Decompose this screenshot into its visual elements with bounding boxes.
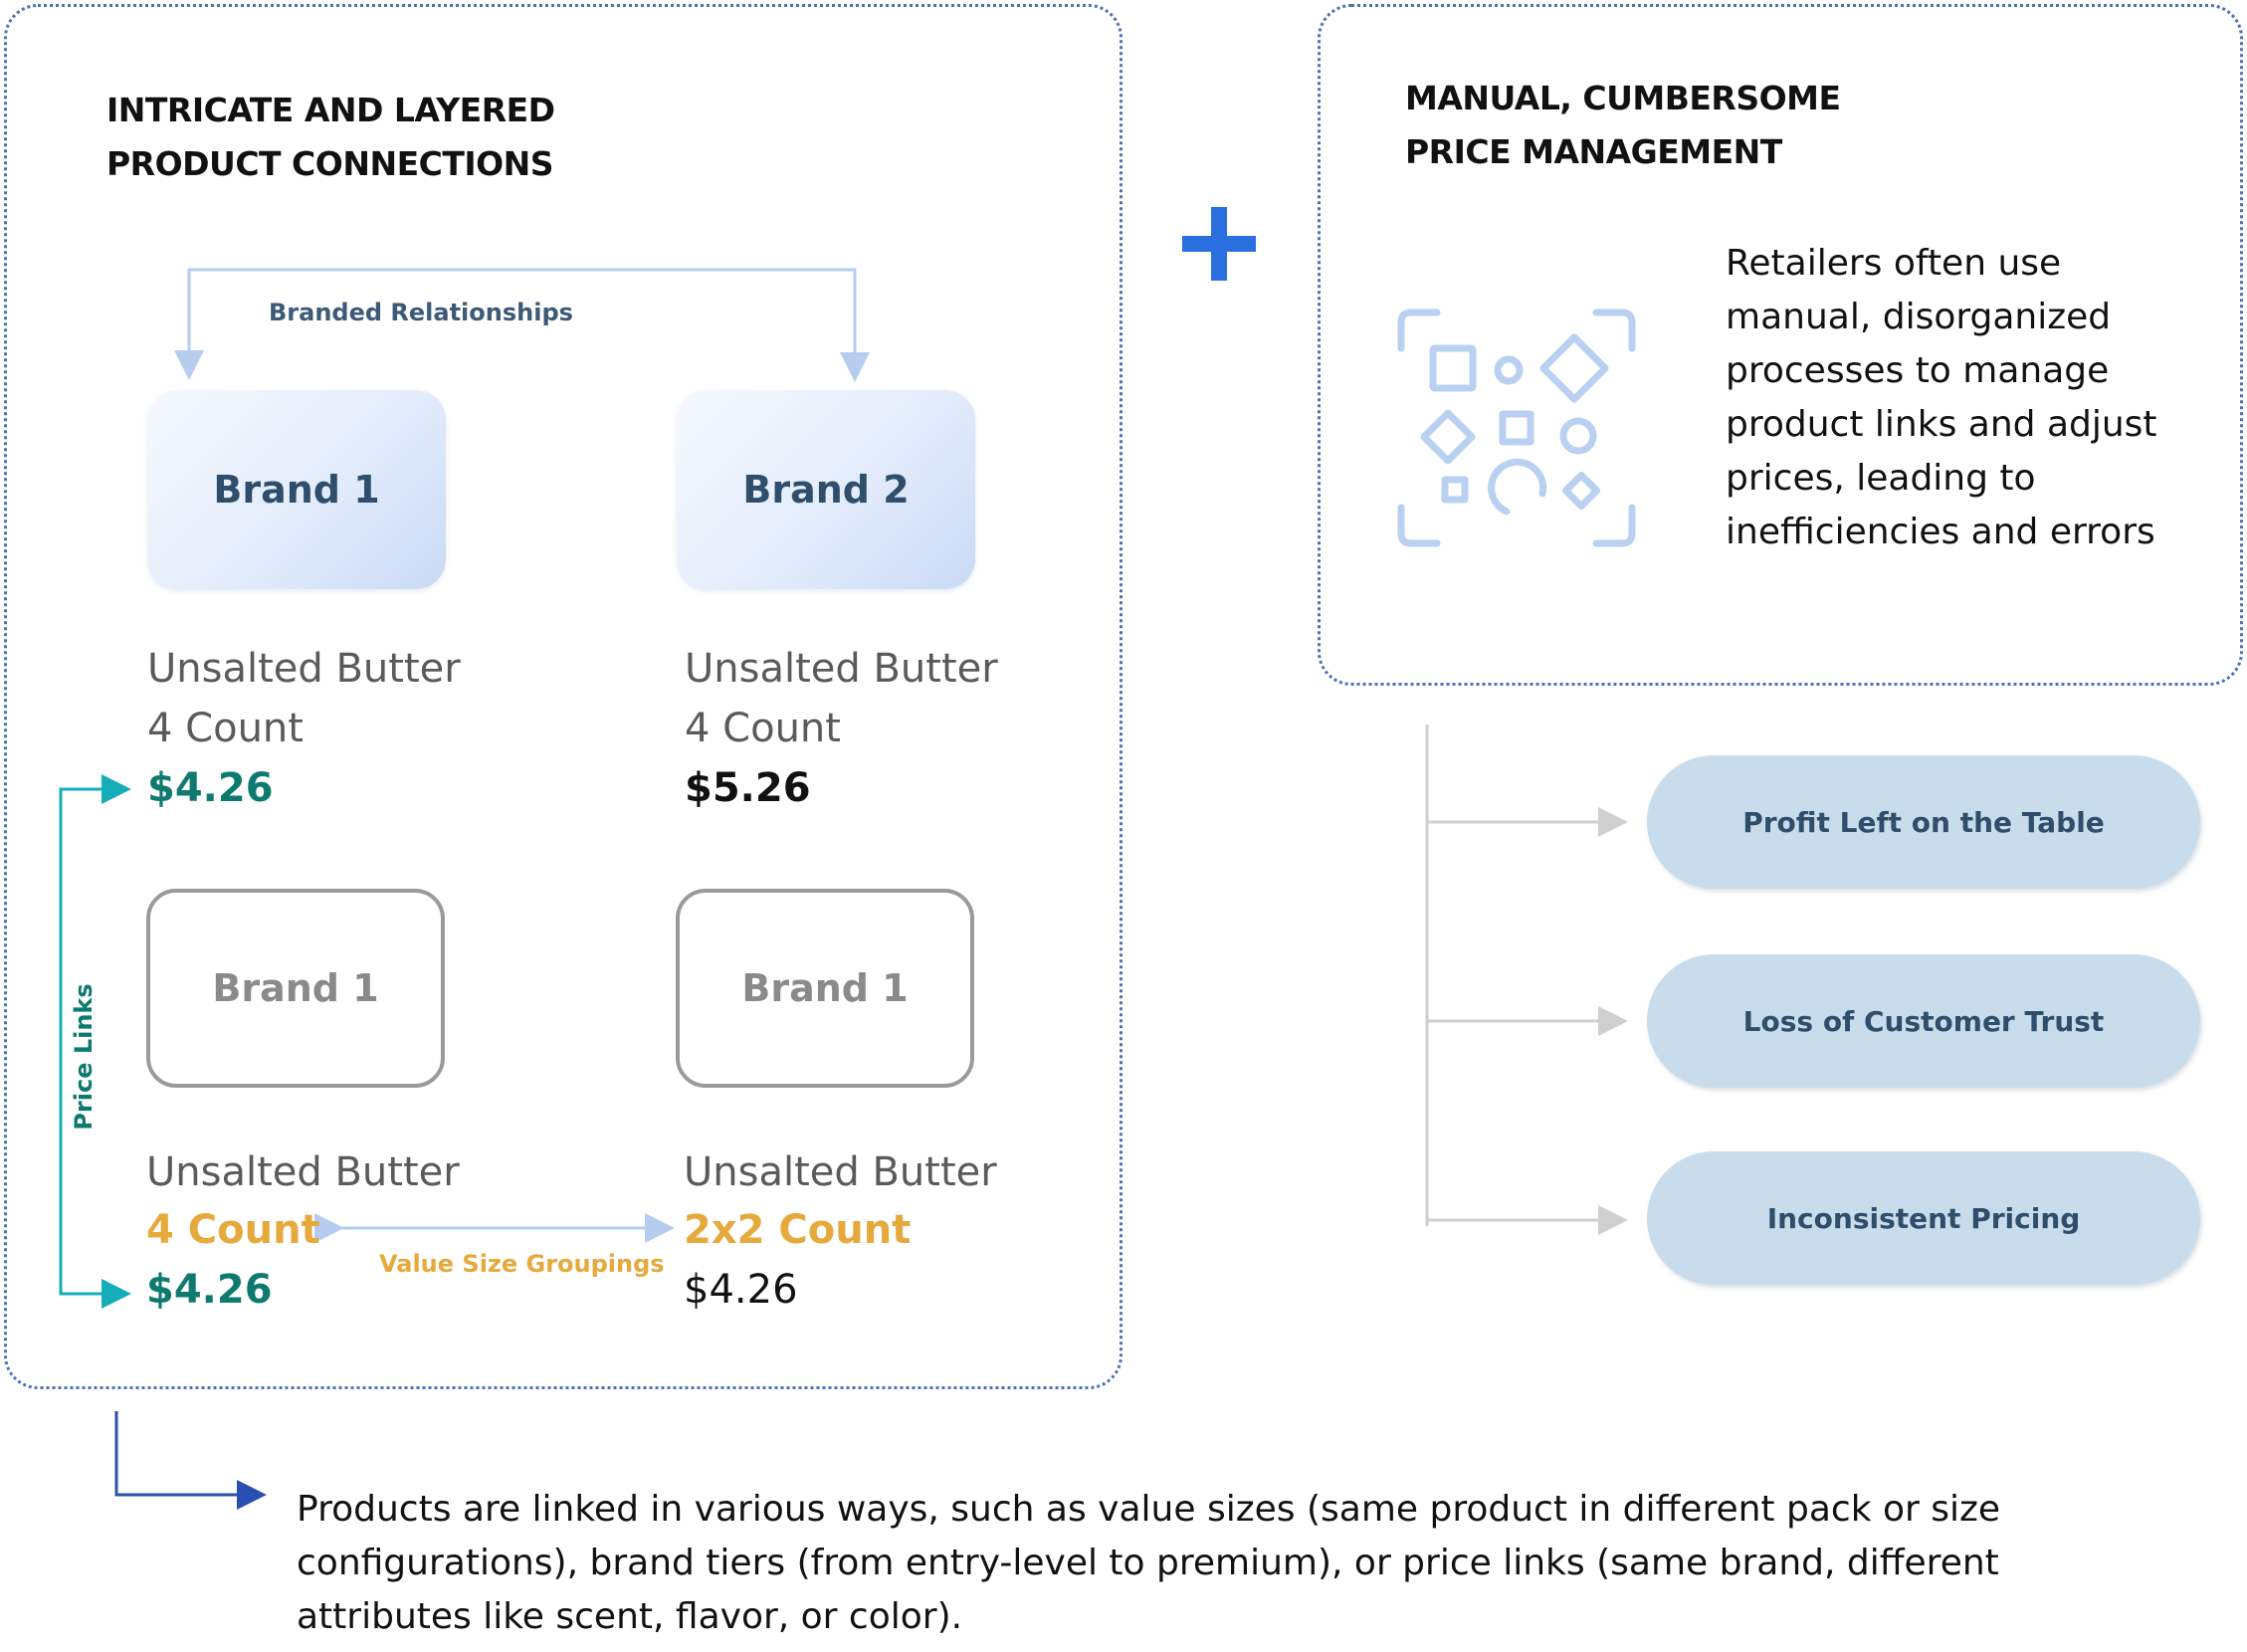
heading-line: MANUAL, CUMBERSOME: [1405, 79, 1841, 117]
footer-connector: [114, 1411, 267, 1510]
branded-relationships-label: Branded Relationships: [269, 299, 573, 326]
price-management-description: Retailers often use manual, disorganized…: [1726, 237, 2157, 559]
product-count: 2x2 Count: [684, 1207, 912, 1253]
product-name: Unsalted Butter: [147, 646, 461, 692]
product-name: Unsalted Butter: [685, 646, 998, 692]
brand-card: Brand 1: [676, 889, 974, 1088]
heading-line: INTRICATE AND LAYERED: [106, 91, 555, 129]
brand-card: Brand 2: [677, 390, 975, 589]
description-line: product links and adjust: [1726, 404, 2157, 445]
price-management-heading: MANUAL, CUMBERSOME PRICE MANAGEMENT: [1405, 72, 1841, 179]
branded-relationships-connector: [187, 268, 870, 382]
description-line: prices, leading to: [1726, 458, 2036, 499]
heading-line: PRODUCT CONNECTIONS: [106, 144, 554, 183]
footer-line: Products are linked in various ways, suc…: [297, 1489, 2001, 1530]
scan-shapes-icon: [1397, 309, 1636, 547]
plus-icon: [1182, 207, 1256, 281]
description-line: inefficiencies and errors: [1726, 512, 2155, 552]
description-line: processes to manage: [1726, 350, 2110, 391]
footer-line: attributes like scent, flavor, or color)…: [297, 1596, 963, 1637]
footer-description: Products are linked in various ways, suc…: [297, 1483, 2000, 1644]
product-price: $4.26: [146, 1267, 273, 1313]
description-line: manual, disorganized: [1726, 297, 2112, 337]
footer-line: configurations), brand tiers (from entry…: [297, 1543, 1999, 1583]
price-links-label: Price Links: [70, 983, 98, 1131]
product-price: $4.26: [147, 765, 274, 811]
product-name: Unsalted Butter: [146, 1149, 460, 1195]
product-connections-panel: [4, 4, 1123, 1389]
outcome-pill: Profit Left on the Table: [1647, 755, 2200, 889]
product-price: $5.26: [685, 765, 811, 811]
outcome-pill: Inconsistent Pricing: [1647, 1151, 2200, 1285]
product-count: 4 Count: [146, 1207, 320, 1253]
description-line: Retailers often use: [1726, 243, 2062, 284]
outcome-pill: Loss of Customer Trust: [1647, 954, 2200, 1088]
product-count: 4 Count: [685, 706, 841, 751]
product-price: $4.26: [684, 1267, 798, 1313]
brand-card: Brand 1: [146, 889, 445, 1088]
heading-line: PRICE MANAGEMENT: [1405, 132, 1782, 171]
value-size-groupings-label: Value Size Groupings: [379, 1250, 665, 1278]
price-management-panel: [1318, 4, 2243, 686]
product-name: Unsalted Butter: [684, 1149, 997, 1195]
brand-card: Brand 1: [147, 390, 446, 589]
product-count: 4 Count: [147, 706, 304, 751]
product-connections-heading: INTRICATE AND LAYERED PRODUCT CONNECTION…: [106, 84, 555, 191]
